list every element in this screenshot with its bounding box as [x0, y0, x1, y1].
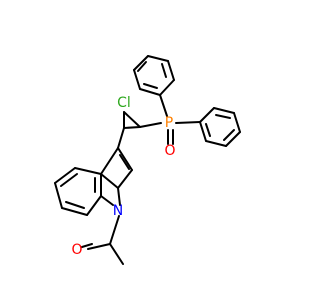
bond: [74, 167, 102, 175]
acetyl-group: [81, 215, 124, 265]
nitrogen-label: N: [113, 203, 123, 219]
bond: [161, 63, 167, 78]
bond: [117, 127, 125, 149]
bond: [175, 121, 201, 124]
bond: [117, 187, 121, 206]
bond: [137, 61, 147, 72]
right-phenyl-ring: [199, 107, 241, 147]
bond: [159, 94, 168, 117]
bond: [119, 154, 130, 170]
bond: [65, 201, 85, 209]
bond: [109, 243, 124, 265]
bond: [233, 112, 241, 133]
chlorine-label: Cl: [117, 95, 131, 111]
phosphoryl-oxygen-label: O: [164, 143, 175, 159]
indole-ring-system: [54, 147, 133, 216]
bond: [167, 60, 175, 81]
bond: [54, 167, 76, 184]
molecule-canvas: Cl P O N O: [54, 55, 241, 265]
bond: [205, 123, 211, 137]
bond: [133, 55, 149, 71]
bond: [61, 207, 88, 216]
bond: [100, 147, 119, 175]
bond: [87, 243, 111, 250]
bond: [133, 69, 141, 90]
phosphorus-label: P: [165, 115, 173, 131]
bond: [139, 88, 161, 96]
bond: [123, 126, 141, 129]
bond: [60, 173, 78, 187]
bond: [117, 169, 133, 189]
bond: [213, 107, 235, 114]
bond: [223, 129, 235, 141]
bond: [100, 173, 119, 189]
bond: [215, 114, 231, 119]
bond: [159, 79, 175, 96]
bond: [123, 111, 141, 128]
bond: [199, 121, 207, 142]
bond: [86, 195, 102, 216]
molecule-structure: Cl P O N O: [54, 55, 241, 265]
upper-phenyl-ring: [133, 55, 175, 96]
bond: [199, 107, 215, 123]
carbonyl-oxygen-label: O: [71, 242, 82, 258]
bond: [117, 147, 133, 171]
bond: [143, 83, 158, 89]
bond: [100, 195, 114, 206]
bond: [225, 131, 241, 147]
bond: [205, 140, 227, 147]
chloromethyl-center-bonds: [117, 111, 141, 149]
bond: [54, 182, 63, 209]
phosphoryl-center-bonds: [139, 94, 201, 145]
bond: [147, 55, 169, 62]
bond: [139, 122, 162, 128]
bond: [109, 215, 120, 245]
bond: [81, 243, 93, 248]
